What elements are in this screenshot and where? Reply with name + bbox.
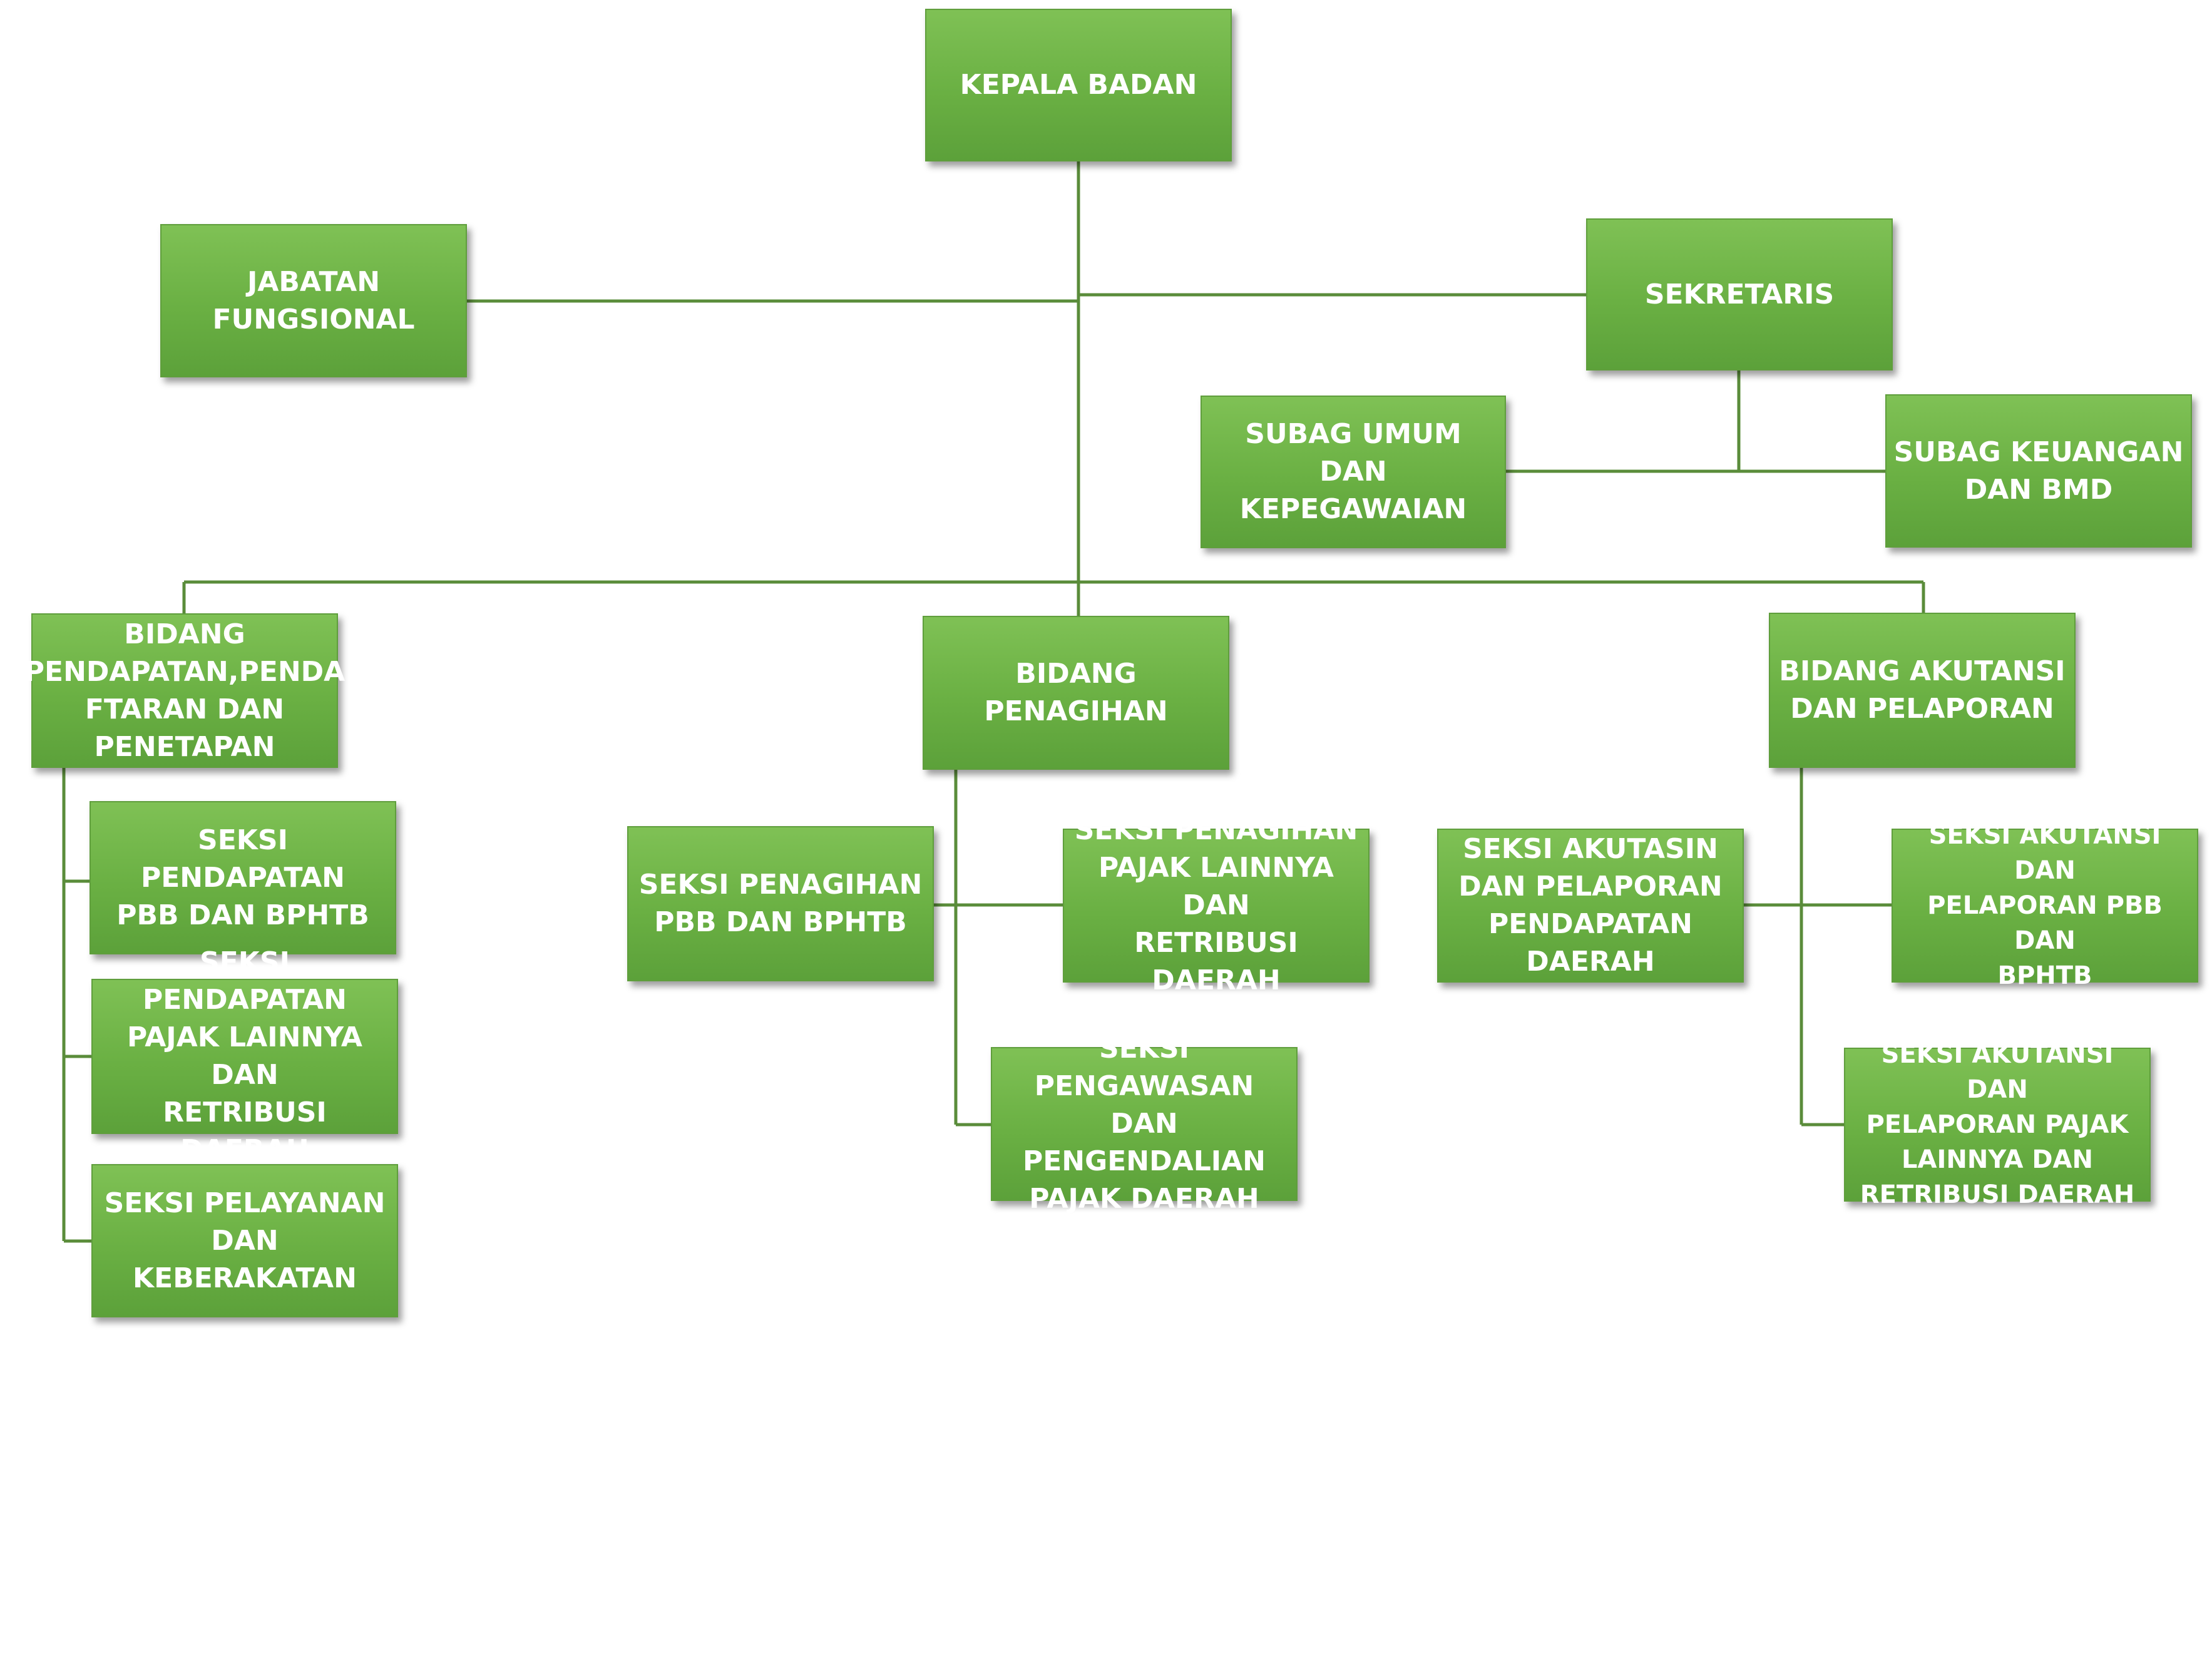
node-seksi-akutansi-pajak: SEKSI AKUTANSI DAN PELAPORAN PAJAK LAINN… bbox=[1844, 1040, 2151, 1209]
node-label: SEKSI PENGAWASAN DAN PENGENDALIAN PAJAK … bbox=[1023, 1033, 1266, 1215]
node-subag-umum: SUBAG UMUM DAN KEPEGAWAIAN bbox=[1201, 396, 1506, 548]
node-label: SEKSI PENDAPATAN PBB DAN BPHTB bbox=[116, 824, 369, 931]
node-label: JABATAN FUNGSIONAL bbox=[212, 265, 415, 335]
node-label: BIDANG PENAGIHAN bbox=[984, 658, 1168, 727]
node-label: BIDANG AKUTANSI DAN PELAPORAN bbox=[1779, 655, 2066, 725]
node-label: SUBAG UMUM DAN KEPEGAWAIAN bbox=[1239, 418, 1467, 525]
node-label: BIDANG PENDAPATAN,PENDA FTARAN DAN PENET… bbox=[24, 618, 346, 763]
node-label: SEKSI PELAYANAN DAN KEBERAKATAN bbox=[104, 1187, 386, 1294]
node-kepala-badan: KEPALA BADAN bbox=[925, 9, 1232, 161]
node-seksi-akutansi-pbb: SEKSI AKUTANSI DAN PELAPORAN PBB DAN BPH… bbox=[1892, 821, 2198, 990]
node-bidang-akutansi: BIDANG AKUTANSI DAN PELAPORAN bbox=[1769, 613, 2076, 768]
node-bidang-pendapatan: BIDANG PENDAPATAN,PENDA FTARAN DAN PENET… bbox=[24, 613, 345, 768]
node-jabatan-fungsional: JABATAN FUNGSIONAL bbox=[160, 224, 467, 377]
node-label: SEKSI AKUTANSI DAN PELAPORAN PAJAK LAINN… bbox=[1860, 1040, 2135, 1209]
node-label: SEKSI PENDAPATAN PAJAK LAINNYA DAN RETRI… bbox=[127, 946, 362, 1166]
node-bidang-penagihan: BIDANG PENAGIHAN bbox=[923, 616, 1229, 770]
node-label: SEKRETARIS bbox=[1644, 278, 1835, 310]
node-label: SEKSI AKUTASIN DAN PELAPORAN PENDAPATAN … bbox=[1458, 833, 1723, 978]
node-seksi-pendapatan-pajak: SEKSI PENDAPATAN PAJAK LAINNYA DAN RETRI… bbox=[91, 946, 398, 1166]
node-seksi-pendapatan-pbb: SEKSI PENDAPATAN PBB DAN BPHTB bbox=[90, 801, 396, 954]
node-label: SEKSI AKUTANSI DAN PELAPORAN PBB DAN BPH… bbox=[1927, 821, 2163, 990]
node-seksi-pelayanan: SEKSI PELAYANAN DAN KEBERAKATAN bbox=[91, 1164, 398, 1317]
node-label: KEPALA BADAN bbox=[960, 69, 1197, 101]
node-seksi-penagihan-pajak: SEKSI PENAGIHAN PAJAK LAINNYA DAN RETRIB… bbox=[1063, 814, 1370, 996]
node-seksi-pengawasan: SEKSI PENGAWASAN DAN PENGENDALIAN PAJAK … bbox=[991, 1033, 1298, 1215]
node-seksi-penagihan-pbb: SEKSI PENAGIHAN PBB DAN BPHTB bbox=[627, 826, 934, 981]
node-label: SUBAG KEUANGAN DAN BMD bbox=[1893, 436, 2184, 506]
node-seksi-akutasin-pendapatan: SEKSI AKUTASIN DAN PELAPORAN PENDAPATAN … bbox=[1437, 829, 1744, 983]
node-label: SEKSI PENAGIHAN PAJAK LAINNYA DAN RETRIB… bbox=[1074, 814, 1358, 996]
node-label: SEKSI PENAGIHAN PBB DAN BPHTB bbox=[638, 869, 923, 938]
node-subag-keuangan: SUBAG KEUANGAN DAN BMD bbox=[1885, 394, 2192, 548]
node-sekretaris: SEKRETARIS bbox=[1586, 218, 1893, 370]
